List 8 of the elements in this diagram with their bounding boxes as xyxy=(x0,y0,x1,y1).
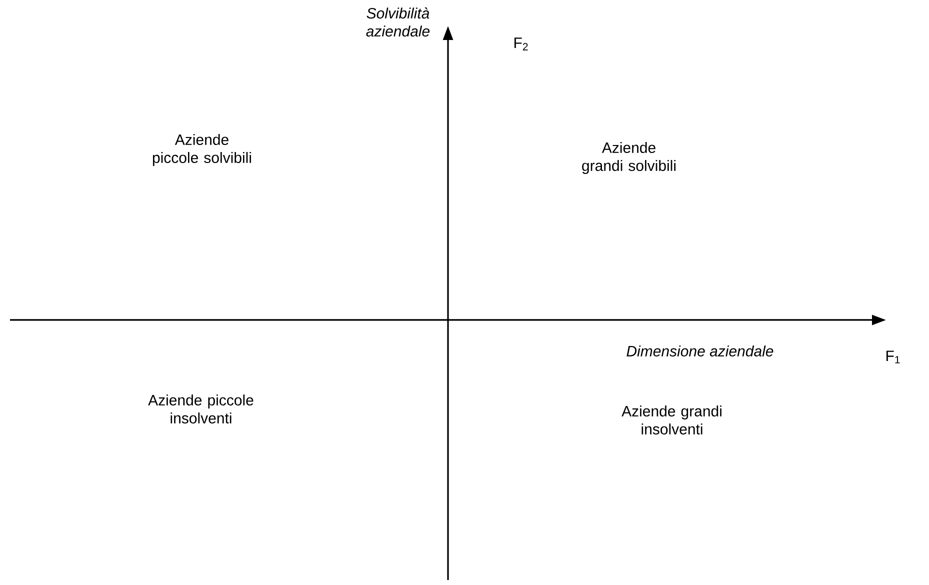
axis-title: Solvibilità aziendale xyxy=(366,7,430,37)
quadrant-label: Aziende piccole insolventi xyxy=(148,394,254,424)
quadrant-label: Aziende grandi solvibili xyxy=(582,142,676,174)
quadrant-label: Aziende grandi insolventi xyxy=(622,405,722,434)
axis-name: F$_{1}$ xyxy=(886,350,900,364)
quadrant-label: Aziende piccole solvibili xyxy=(152,134,251,166)
axis-title: Dimensione aziendale xyxy=(626,345,774,356)
axis-name: F$_{2}$ xyxy=(514,38,528,50)
